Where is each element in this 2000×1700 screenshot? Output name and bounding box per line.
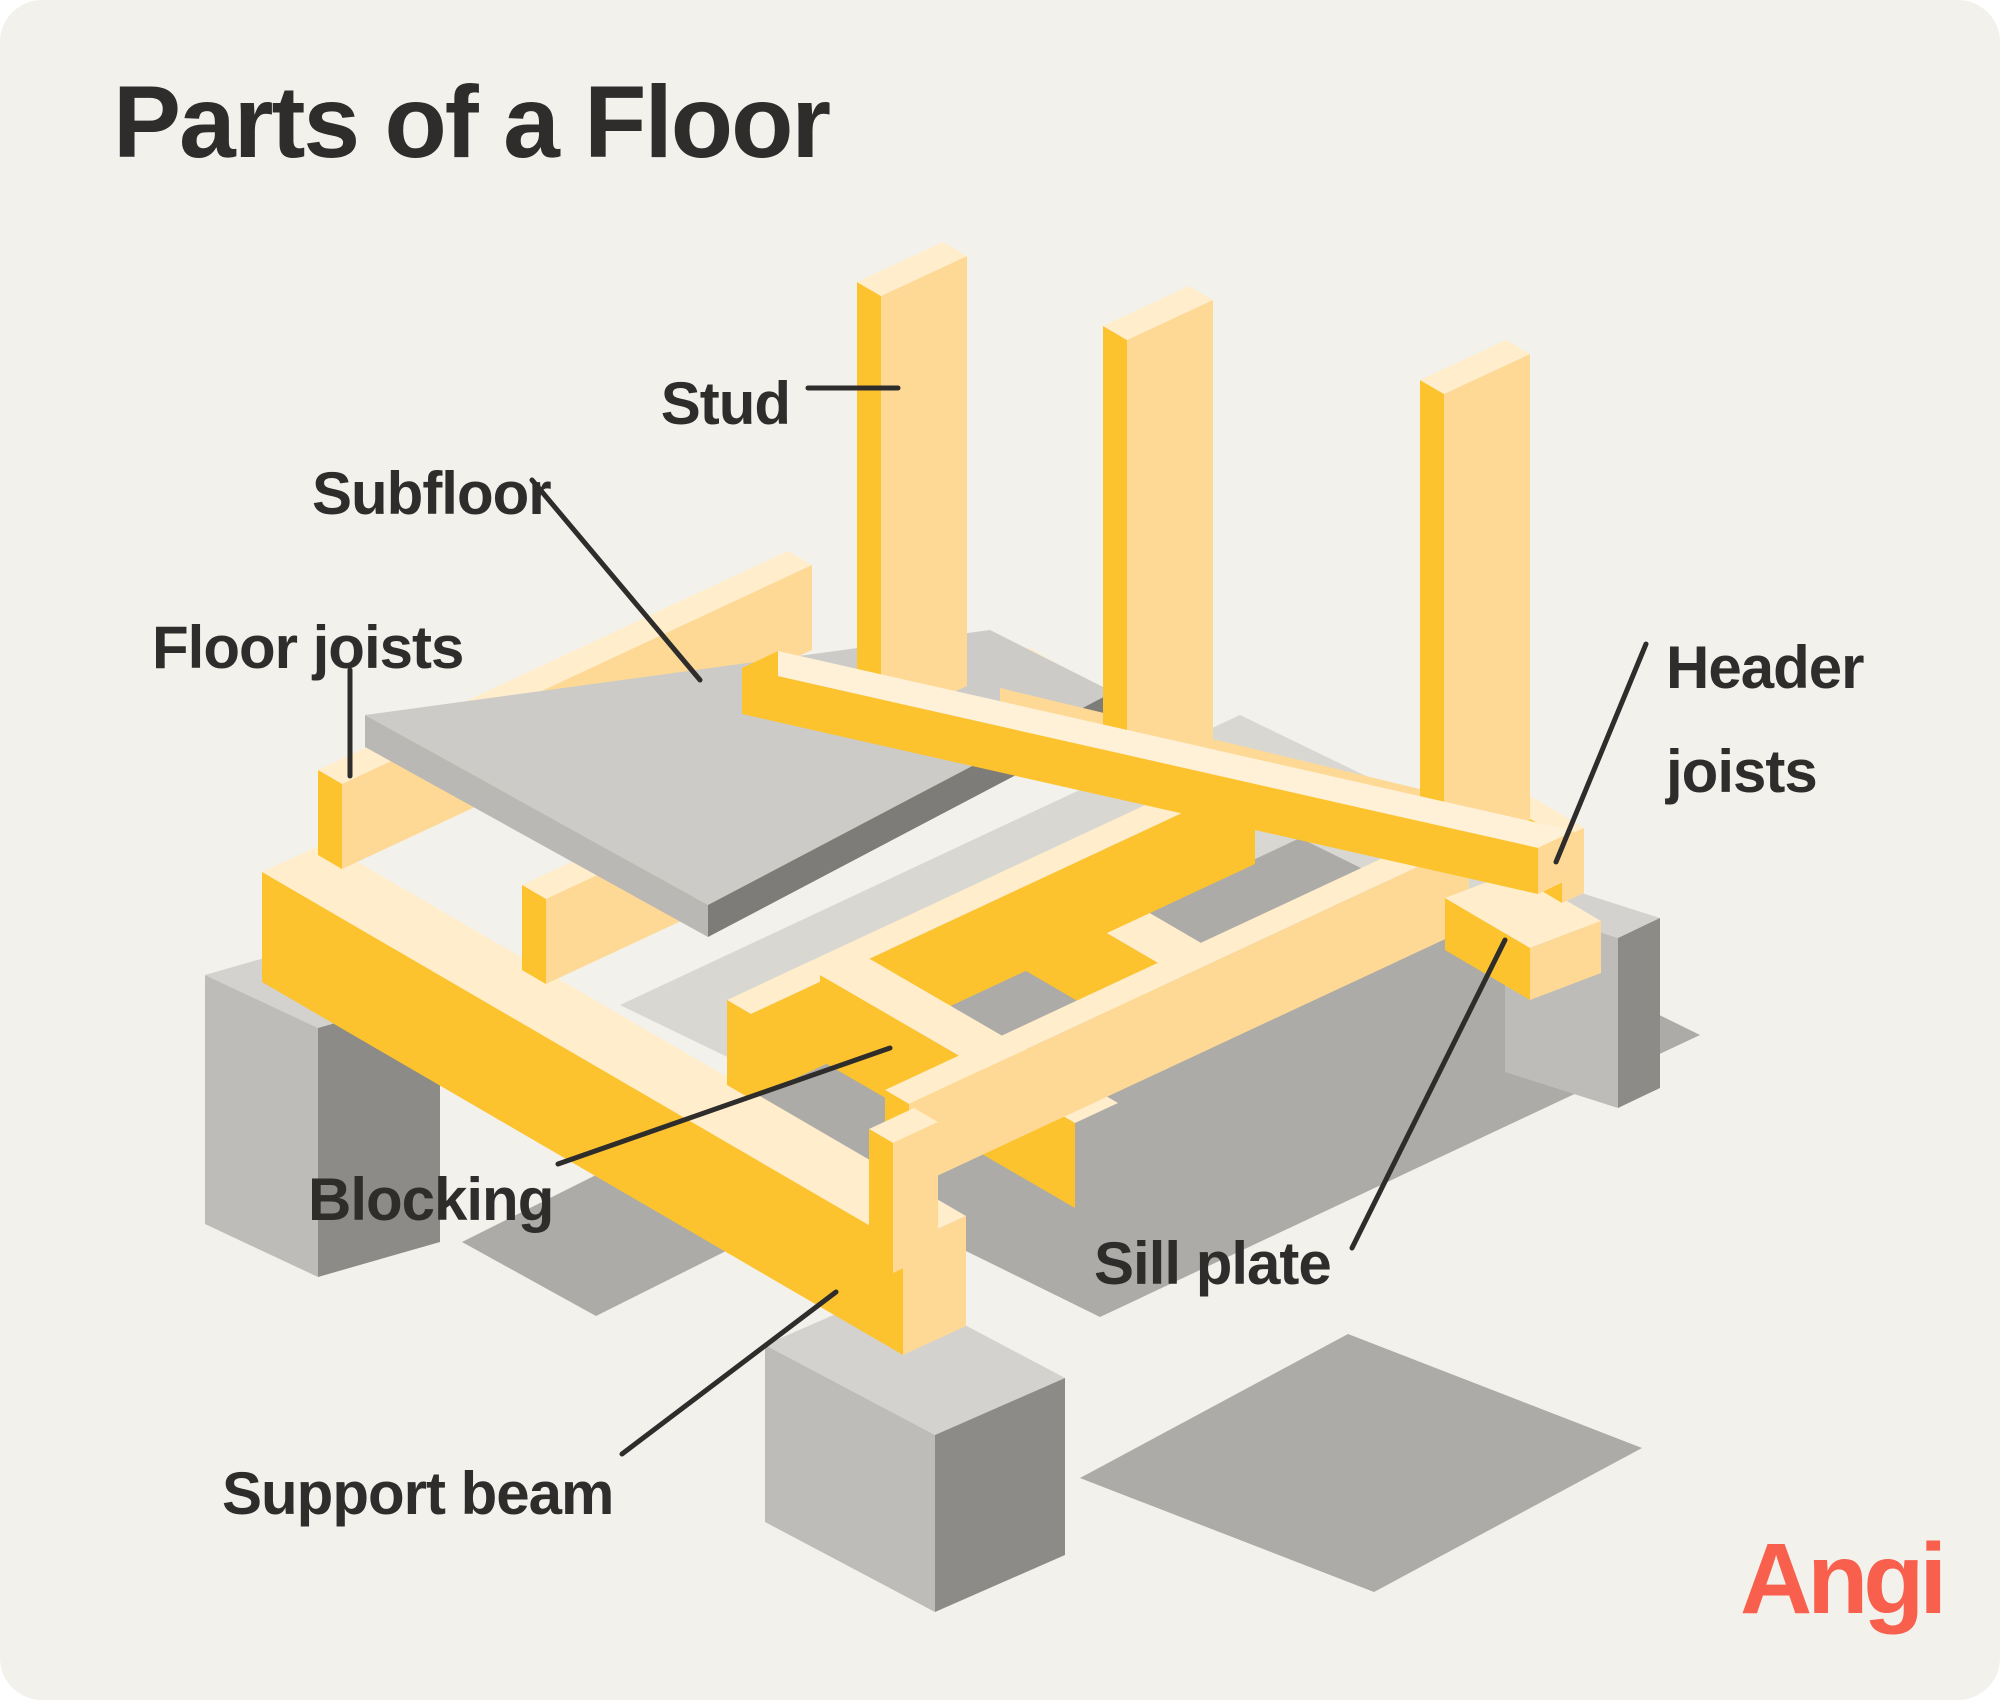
joist-end-block-side	[893, 1122, 938, 1273]
shadow-under-deck	[700, 838, 1700, 1317]
stud-1-edge	[857, 282, 881, 726]
left-pier-left-face	[205, 975, 318, 1277]
label-subfloor: Subfloor	[312, 460, 552, 527]
support-beam-top	[262, 843, 966, 1245]
sill-plate-face	[1445, 898, 1530, 1000]
stud-1-top	[857, 242, 967, 296]
floor-joist-1-end	[318, 770, 342, 869]
leader-blocking	[555, 1045, 893, 1167]
stud-2-edge	[1103, 326, 1127, 790]
front-pier-top	[765, 1288, 1065, 1435]
wall-plate-end-left	[742, 651, 778, 714]
subfloor-edge-left	[365, 715, 708, 937]
stud-2-top	[1103, 286, 1213, 340]
wall-plate-face	[742, 668, 1538, 894]
joist-end-block-face	[869, 1129, 893, 1273]
angi-logo: Angi	[1740, 1523, 1947, 1635]
label-stud: Stud	[660, 370, 791, 437]
stud-3-edge	[1420, 380, 1444, 860]
floor-joist-3-top	[727, 765, 1255, 1014]
floor-joist-4-top	[885, 829, 1469, 1104]
label-support-beam: Support beam	[222, 1460, 614, 1527]
front-pier-right-face	[935, 1378, 1065, 1612]
joist-end-block-top	[869, 1108, 938, 1143]
shadow-front-pier	[1080, 1334, 1642, 1592]
stud-3-face	[1444, 354, 1530, 860]
label-header-joists: Header joists	[1666, 634, 1864, 805]
label-floor-joists: Floor joists	[152, 614, 464, 681]
leader-support-beam	[619, 1289, 839, 1457]
wall-plate-top	[742, 651, 1574, 848]
page-title: Parts of a Floor	[113, 65, 831, 179]
front-pier-left-face	[765, 1345, 935, 1612]
stud-1-face	[881, 256, 967, 726]
leader-sill-plate	[1349, 937, 1508, 1251]
leader-header-joists	[1553, 641, 1649, 865]
right-pier-right-face	[1618, 918, 1660, 1108]
floor-joist-4-side	[909, 843, 1469, 1189]
label-blocking: Blocking	[308, 1166, 554, 1233]
sill-plate-top	[1445, 871, 1601, 948]
floor-joist-2-end	[522, 885, 546, 984]
stud-2-face	[1127, 300, 1213, 790]
floor-joist-3-end	[727, 1000, 751, 1099]
stud-3-top	[1420, 340, 1530, 394]
label-sill-plate: Sill plate	[1094, 1230, 1332, 1297]
leader-subfloor	[529, 477, 703, 683]
sill-plate-end	[1530, 921, 1601, 1000]
support-beam-face	[262, 872, 903, 1355]
